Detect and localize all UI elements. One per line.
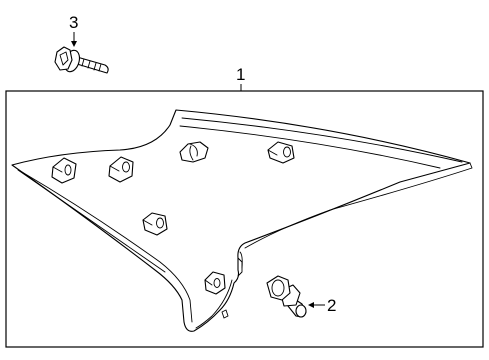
boss-2 xyxy=(108,156,134,183)
trim-panel xyxy=(11,109,473,332)
callout-3-label: 3 xyxy=(69,13,78,32)
boss-1 xyxy=(51,157,77,184)
push-clip xyxy=(266,275,307,318)
callout-3: 3 xyxy=(69,13,78,47)
push-clip-head xyxy=(266,275,291,301)
callout-1-label: 1 xyxy=(236,65,245,84)
boss-3-hook xyxy=(179,141,209,163)
boss-6 xyxy=(204,271,226,295)
boss-5 xyxy=(142,212,168,236)
bolt-shank xyxy=(76,56,109,74)
bolt-hex-head xyxy=(54,46,73,71)
callout-3-arrowhead xyxy=(71,41,77,47)
bolt xyxy=(54,46,109,74)
callout-2-label: 2 xyxy=(327,296,336,315)
assembly-frame xyxy=(5,90,484,348)
callout-1: 1 xyxy=(236,65,245,91)
callout-2: 2 xyxy=(308,296,336,315)
boss-4 xyxy=(267,141,295,164)
callout-2-arrowhead xyxy=(308,302,314,308)
trim-panel-outline xyxy=(11,109,471,332)
